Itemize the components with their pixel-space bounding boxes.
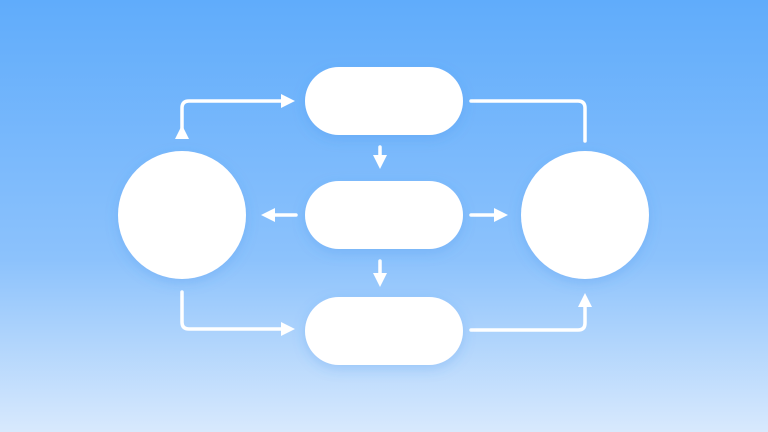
node-middle-pill[interactable] — [305, 181, 463, 249]
connector-bottom-to-right — [469, 293, 592, 332]
connector-left-to-bottom — [180, 290, 295, 336]
node-right-circle[interactable] — [521, 151, 649, 279]
connector-left-top-bidirectional — [175, 94, 295, 139]
node-top-pill[interactable] — [305, 67, 463, 135]
connector-top-to-right — [469, 99, 587, 143]
node-bottom-pill[interactable] — [305, 297, 463, 365]
node-left-circle[interactable] — [118, 151, 246, 279]
